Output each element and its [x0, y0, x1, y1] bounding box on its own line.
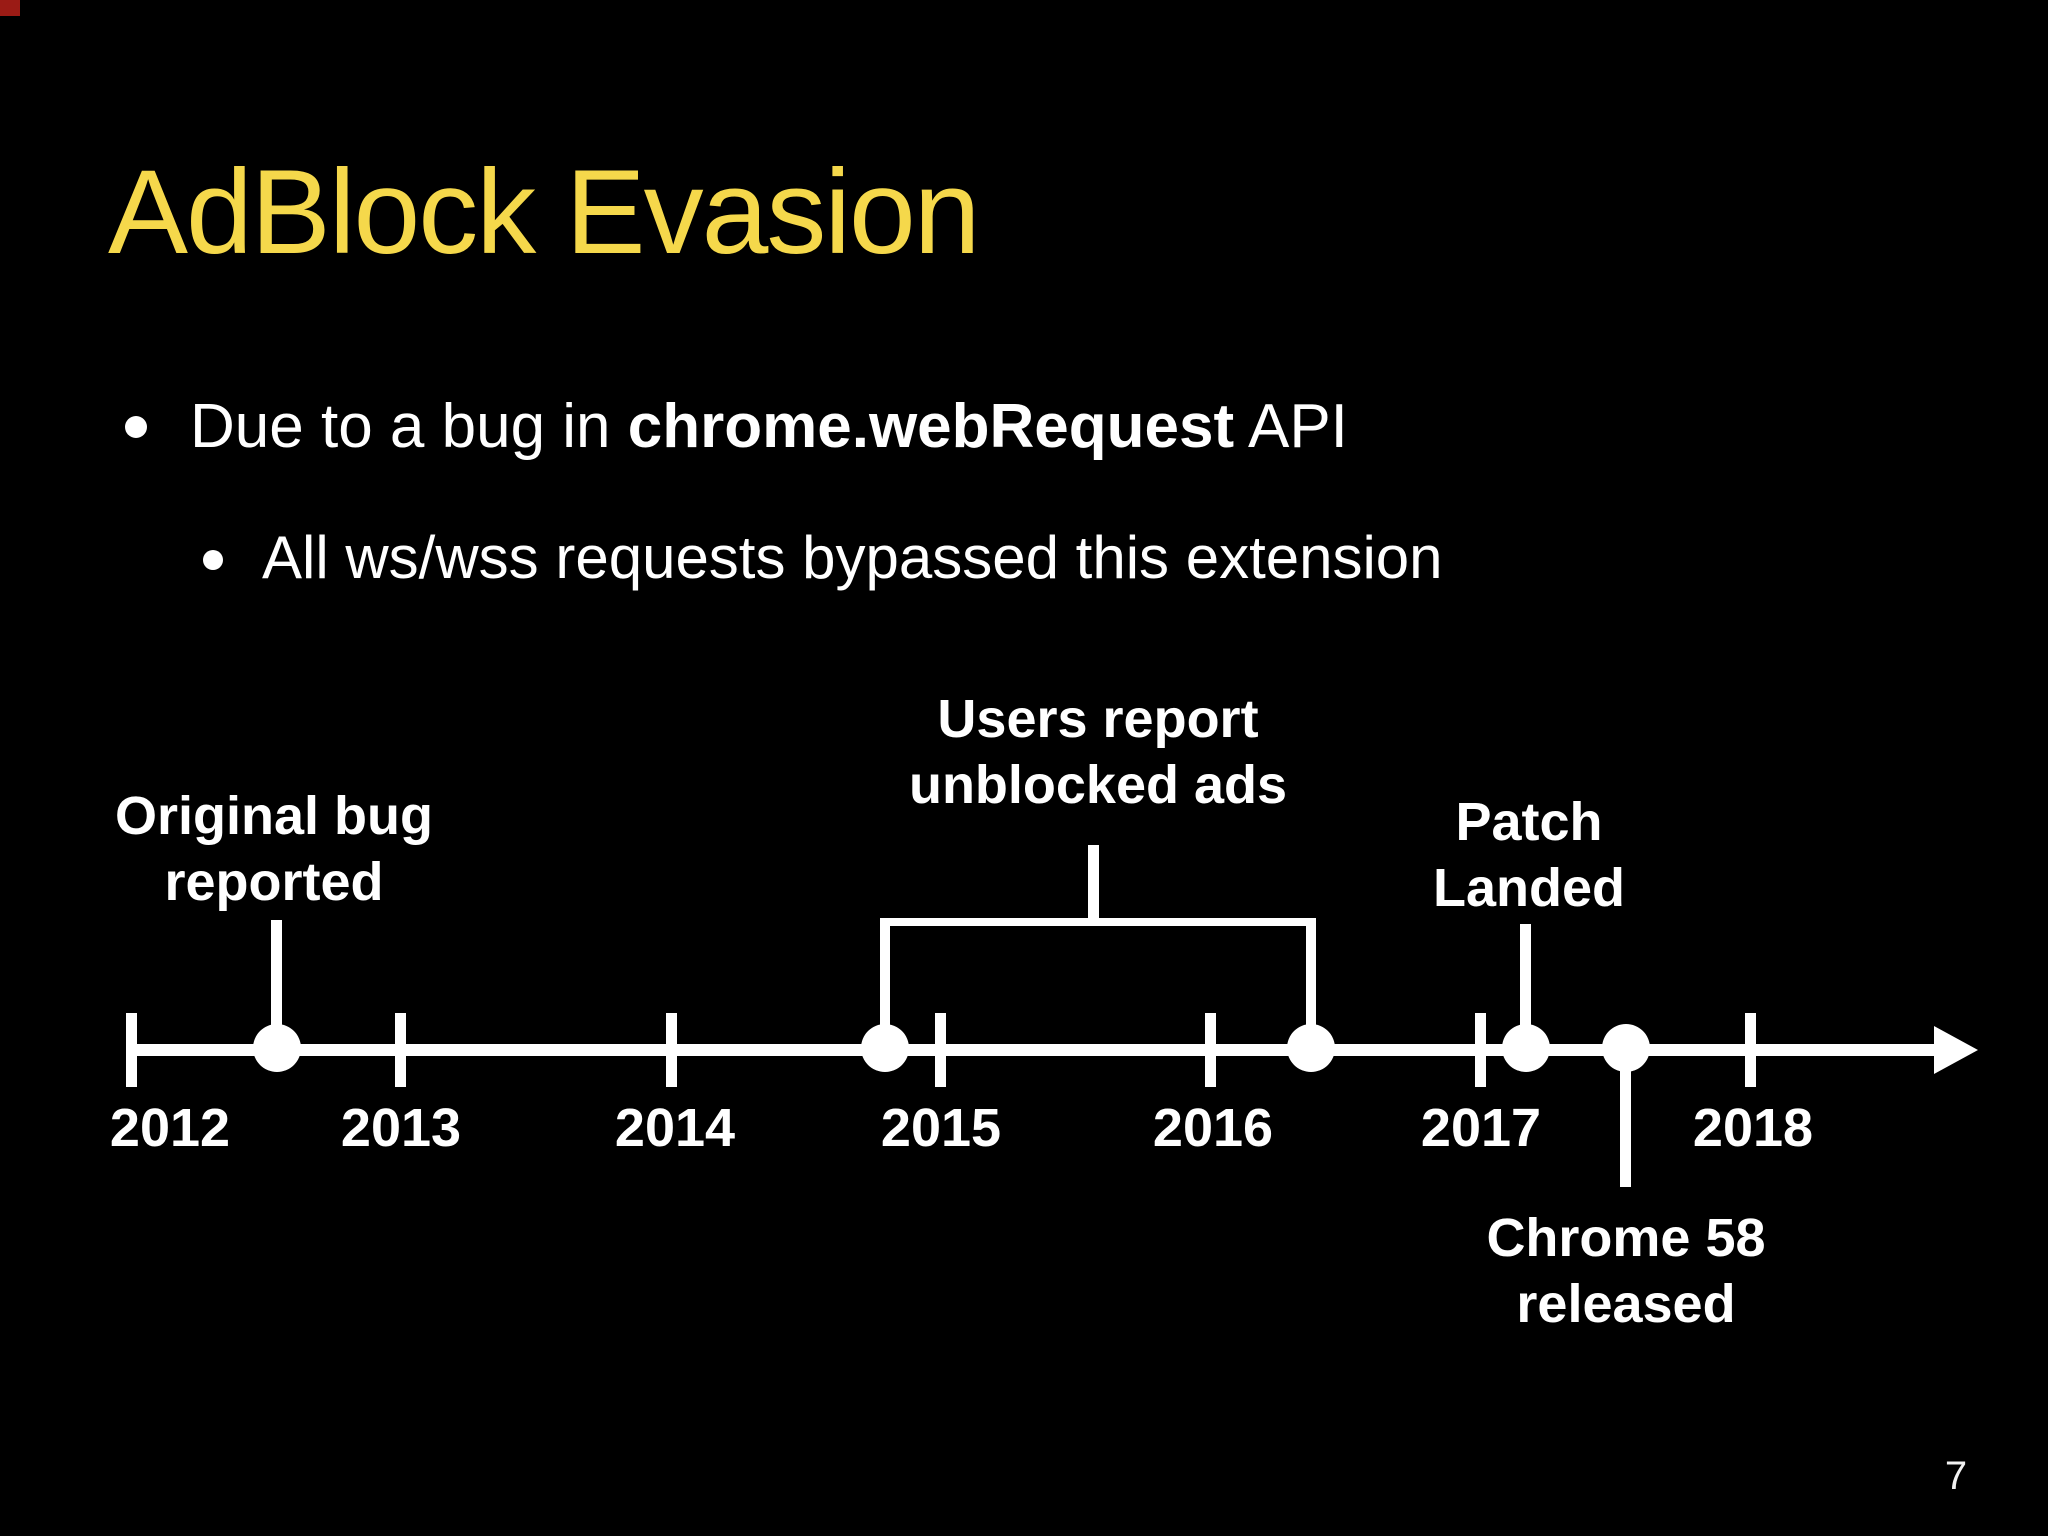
- tick-2014: [666, 1013, 677, 1087]
- event-stem: [271, 920, 282, 1050]
- event-marker-dot: [1287, 1024, 1335, 1072]
- year-label: 2013: [340, 1098, 462, 1158]
- tick-2016: [1205, 1013, 1216, 1087]
- year-label: 2014: [614, 1098, 736, 1158]
- event-label-line: Patch: [1455, 792, 1603, 852]
- year-label: 2016: [1152, 1098, 1274, 1158]
- event-marker-dot: [1502, 1024, 1550, 1072]
- event-stem: [1620, 1050, 1631, 1187]
- year-label: 2018: [1692, 1098, 1814, 1158]
- event-marker-dot: [861, 1024, 909, 1072]
- slide-title: AdBlock Evasion: [108, 145, 980, 279]
- event-stem: [1088, 845, 1099, 925]
- event-label-line: Chrome 58: [1486, 1208, 1766, 1268]
- tick-2017: [1475, 1013, 1486, 1087]
- event-stem: [1520, 924, 1531, 1050]
- event-marker-dot: [253, 1024, 301, 1072]
- year-label: 2012: [109, 1098, 231, 1158]
- red-corner-mark: [0, 0, 20, 16]
- event-label-chrome-58: Chrome 58 released: [1366, 1205, 1886, 1337]
- year-label: 2017: [1420, 1098, 1542, 1158]
- year-label: 2015: [880, 1098, 1002, 1158]
- tick-2012: [126, 1013, 137, 1087]
- bullet1-pre: Due to a bug in: [190, 392, 628, 461]
- event-label-line: Users report: [937, 689, 1259, 749]
- bullet-line-2: All ws/wss requests bypassed this extens…: [262, 524, 1443, 591]
- event-label-line: unblocked ads: [908, 755, 1288, 815]
- event-marker-dot: [1602, 1024, 1650, 1072]
- arrowhead-icon: [1934, 1026, 1978, 1074]
- tick-2018: [1745, 1013, 1756, 1087]
- page-number: 7: [1944, 1454, 1968, 1498]
- bullet1-bold-code: chrome.webRequest: [627, 392, 1235, 461]
- bullet-line-1: Due to a bug in chrome.webRequest API: [190, 396, 1348, 458]
- bullet1-post: API: [1234, 392, 1348, 461]
- event-label-line: released: [1516, 1274, 1736, 1334]
- bullet-icon: [203, 550, 223, 570]
- event-label-line: reported: [164, 852, 384, 912]
- event-label-patch-landed: Patch Landed: [1269, 789, 1789, 921]
- event-label-line: Original bug: [115, 786, 433, 846]
- span-bracket: [880, 918, 1316, 1047]
- event-label-original-bug: Original bug reported: [14, 783, 534, 915]
- event-label-line: Landed: [1432, 858, 1625, 918]
- tick-2013: [395, 1013, 406, 1087]
- bullet-icon: [125, 416, 147, 438]
- event-label-users-report: Users report unblocked ads: [838, 686, 1358, 818]
- tick-2015: [935, 1013, 946, 1087]
